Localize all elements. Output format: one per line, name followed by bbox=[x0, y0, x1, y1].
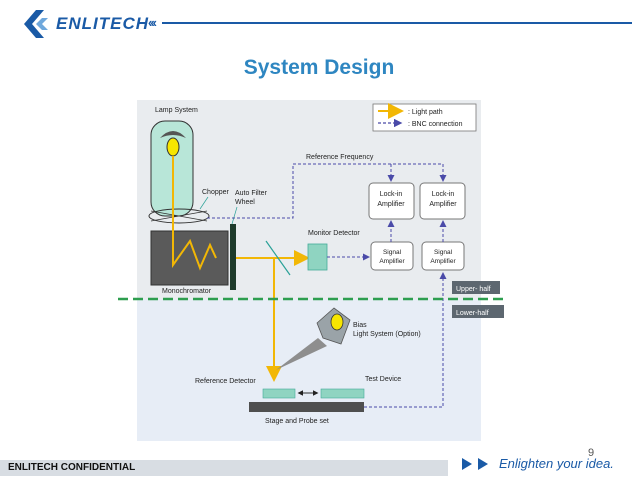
filter-wheel bbox=[230, 224, 236, 290]
test-device-label: Test Device bbox=[365, 376, 401, 383]
page-title: System Design bbox=[243, 56, 395, 79]
auto-filter-label-2: Wheel bbox=[235, 199, 255, 206]
footer-bar bbox=[0, 460, 448, 476]
logo-arrows-icon: ‹‹‹ bbox=[148, 15, 157, 30]
auto-filter-label-1: Auto Filter bbox=[235, 190, 268, 197]
play-arrows-icon bbox=[462, 458, 488, 470]
lower-half-label: Lower-half bbox=[456, 310, 489, 317]
reference-detector bbox=[262, 388, 296, 399]
lamp-reflector bbox=[160, 131, 186, 138]
logo-text: ENLITECH bbox=[56, 14, 149, 33]
bias-light-cone bbox=[276, 338, 327, 370]
bias-light-bulb bbox=[330, 313, 344, 331]
chopper bbox=[148, 208, 210, 224]
reference-frequency-label: Reference Frequency bbox=[306, 154, 374, 161]
page-number: 9 bbox=[588, 447, 595, 459]
stage-label: Stage and Probe set bbox=[265, 418, 329, 425]
signal-amplifier-a bbox=[370, 241, 414, 271]
test-device bbox=[320, 388, 365, 399]
light-path-source bbox=[172, 156, 217, 271]
logo-mark-icon bbox=[24, 10, 48, 38]
lockin-a-line2: Amplifier bbox=[377, 201, 405, 208]
header-rule bbox=[162, 22, 632, 24]
signal-amplifier-b bbox=[421, 241, 465, 271]
bias-label-1: Bias bbox=[353, 322, 367, 329]
lockin-a-line1: Lock-in bbox=[380, 191, 403, 198]
probe-stage bbox=[249, 402, 364, 412]
tagline: Enlighten your idea. bbox=[499, 456, 614, 471]
monochromator bbox=[150, 230, 229, 286]
monitor-detector bbox=[307, 243, 328, 271]
chopper-label: Chopper bbox=[202, 189, 230, 196]
confidential-label: ENLITECH CONFIDENTIAL bbox=[8, 462, 136, 473]
lockin-b-line2: Amplifier bbox=[429, 201, 457, 208]
beam-splitter bbox=[265, 240, 291, 276]
signal-b-line2: Amplifier bbox=[430, 258, 456, 265]
signal-b-line1: Signal bbox=[434, 249, 453, 256]
legend-light-path: : Light path bbox=[408, 109, 443, 116]
reference-detector-label: Reference Detector bbox=[195, 378, 256, 385]
upper-half-tag bbox=[452, 281, 500, 294]
monitor-detector-label: Monitor Detector bbox=[308, 230, 360, 237]
signal-a-line1: Signal bbox=[383, 249, 402, 256]
lockin-b-line1: Lock-in bbox=[432, 191, 455, 198]
signal-a-line2: Amplifier bbox=[379, 258, 405, 265]
lockin-amplifier-a bbox=[368, 182, 415, 220]
bias-label-2: Light System (Option) bbox=[353, 331, 421, 338]
lower-half-tag bbox=[452, 305, 504, 318]
lower-half-panel bbox=[137, 299, 481, 441]
upper-half-label: Upper- half bbox=[456, 286, 491, 293]
legend-bnc: : BNC connection bbox=[408, 121, 463, 128]
lamp-bulb bbox=[166, 137, 180, 157]
monochromator-label: Monochromator bbox=[162, 288, 212, 295]
lamp-system-label: Lamp System bbox=[155, 107, 198, 114]
lockin-amplifier-b bbox=[419, 182, 466, 220]
